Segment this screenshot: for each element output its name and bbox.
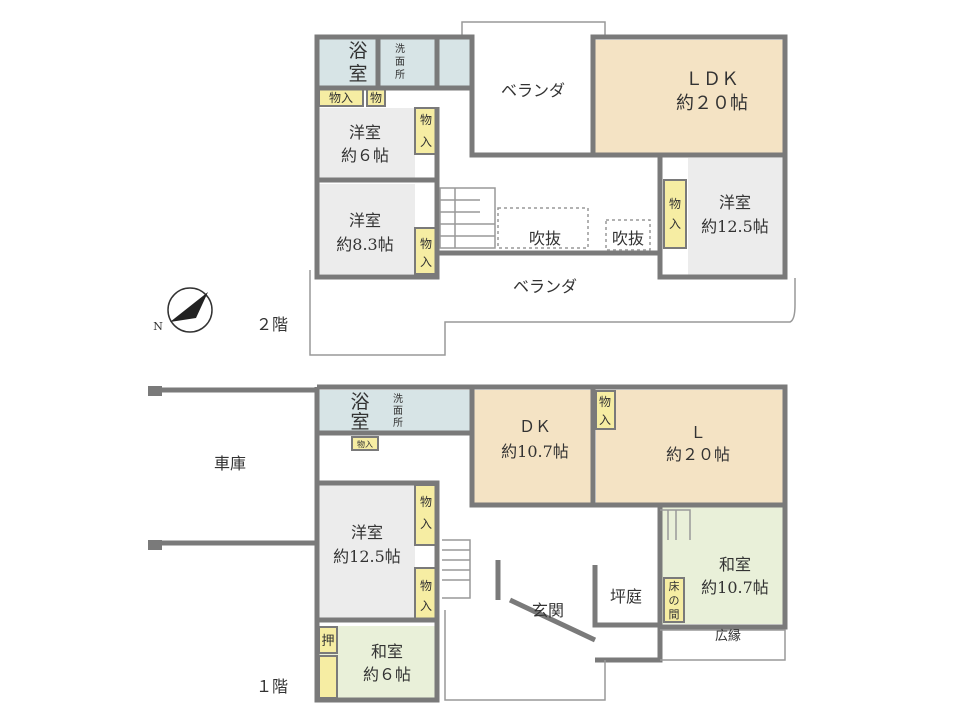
label-l-size: 約２０帖 xyxy=(666,445,730,464)
label-room6-name: 洋室 xyxy=(349,123,381,142)
label-wash-1f-3: 所 xyxy=(393,417,403,429)
walls-2f xyxy=(314,34,788,280)
label-closet-1f-c2: 入 xyxy=(420,599,432,613)
label-hiroen: 広縁 xyxy=(715,628,741,644)
label-floor-2: ２階 xyxy=(256,315,288,334)
closet-1f-b xyxy=(414,484,438,546)
label-closet-2f-c2: 入 xyxy=(669,217,681,231)
label-closet-2f-a2: 入 xyxy=(420,135,432,149)
void-2f-1 xyxy=(497,207,589,249)
label-storage-2f-b: 物 xyxy=(370,91,382,105)
storage-1f-small xyxy=(351,436,379,451)
label-bath-2f-2: 室 xyxy=(348,63,367,85)
closet-2f-c xyxy=(663,179,687,249)
label-floor-1: １階 xyxy=(256,677,288,696)
room-western-12-5-1f xyxy=(319,485,415,619)
label-closet-2f-a1: 物 xyxy=(420,113,432,127)
label-room125-1f-name: 洋室 xyxy=(351,523,383,542)
label-dk-size: 約10.7帖 xyxy=(501,442,569,461)
walls-1f xyxy=(314,384,788,703)
label-veranda-top: ベランダ xyxy=(501,81,565,100)
label-tokonoma-2: の xyxy=(669,594,680,607)
label-oshiire: 押 xyxy=(321,634,334,649)
label-wash-1f-2: 面 xyxy=(393,406,403,417)
closet-1f-a xyxy=(595,390,616,430)
compass-icon: N xyxy=(153,287,213,333)
stairs-2f xyxy=(439,187,496,249)
label-closet-1f-b2: 入 xyxy=(420,517,432,531)
compass-north-label: N xyxy=(153,320,163,333)
label-washitsu6-size: 約６帖 xyxy=(363,665,411,684)
label-dk-name: ＤＫ xyxy=(519,417,551,436)
stairs-1f xyxy=(442,509,691,599)
label-ldk-name: ＬＤＫ xyxy=(685,69,739,90)
label-bath-2f-1: 浴 xyxy=(348,40,367,62)
label-wash-2f-1: 洗 xyxy=(395,43,405,55)
label-genkan: 玄関 xyxy=(532,601,564,620)
floor-2: 浴 室 洗 面 所 物入 物 洋室 約６帖 物 物入 入 洋室 約8.3帖 物 … xyxy=(256,21,796,356)
room-living-1f xyxy=(596,390,784,503)
label-garage: 車庫 xyxy=(214,454,246,473)
label-tokonoma-3: 間 xyxy=(669,608,680,621)
label-closet-2f-b2: 入 xyxy=(420,255,432,269)
room-western-12-5-2f xyxy=(688,158,784,276)
void-2f-2 xyxy=(605,219,651,251)
label-room83-name: 洋室 xyxy=(349,211,381,230)
label-washitsu6-name: 和室 xyxy=(371,642,403,661)
bathroom-2f xyxy=(319,39,471,87)
veranda-2f-bottom-outline xyxy=(309,270,796,356)
label-closet-2f-b1: 物 xyxy=(420,237,432,251)
floor-1: 車庫 浴 室 洗 面 所 物入 ＤＫ 約10.7帖 Ｌ 約２０帖 物 入 物 入… xyxy=(148,384,788,703)
label-closet-1f-b1: 物 xyxy=(420,495,432,509)
label-washitsu107-size: 約10.7帖 xyxy=(701,578,769,597)
label-bath-1f-2: 室 xyxy=(350,411,369,433)
label-washitsu107-name: 和室 xyxy=(719,555,751,574)
room-western-6 xyxy=(319,108,415,178)
tokonoma xyxy=(663,577,685,623)
label-void-1: 吹抜 xyxy=(529,229,561,248)
label-room6-size: 約６帖 xyxy=(341,146,389,165)
label-void-2: 吹抜 xyxy=(612,229,644,248)
label-wash-2f-3: 所 xyxy=(395,69,405,81)
label-wash-2f-2: 面 xyxy=(395,57,405,68)
bathroom-1f xyxy=(319,390,471,432)
label-room125-2f-size: 約12.5帖 xyxy=(701,217,769,236)
room-japanese-6 xyxy=(319,626,435,698)
storage-1f-under xyxy=(318,655,338,699)
label-tsuboniwa: 坪庭 xyxy=(610,587,642,606)
room-western-8-3 xyxy=(319,184,415,274)
label-closet-1f-c1: 物 xyxy=(420,579,432,593)
label-closet-1f-a2: 入 xyxy=(599,413,611,427)
label-veranda-bottom: ベランダ xyxy=(513,277,577,296)
label-bath-1f-1: 浴 xyxy=(350,391,369,413)
veranda-2f-top-outline xyxy=(461,21,606,37)
label-room83-size: 約8.3帖 xyxy=(336,235,393,254)
label-wash-1f-1: 洗 xyxy=(393,393,403,405)
label-storage-1f-small: 物入 xyxy=(357,439,373,449)
engawa-outline xyxy=(660,629,786,661)
label-ldk-size: 約２０帖 xyxy=(676,93,748,114)
entrance-approach xyxy=(444,610,606,701)
label-l-name: Ｌ xyxy=(690,423,706,442)
label-storage-2f-a: 物入 xyxy=(329,91,353,105)
label-tokonoma-1: 床 xyxy=(669,579,680,593)
room-ldk-2f xyxy=(595,40,783,153)
label-room125-2f-name: 洋室 xyxy=(719,193,751,212)
label-room125-1f-size: 約12.5帖 xyxy=(333,547,401,566)
garage-walls xyxy=(148,387,317,546)
label-closet-1f-a1: 物 xyxy=(599,395,611,409)
room-dk-1f xyxy=(474,390,592,503)
label-closet-2f-c1: 物 xyxy=(669,197,681,211)
